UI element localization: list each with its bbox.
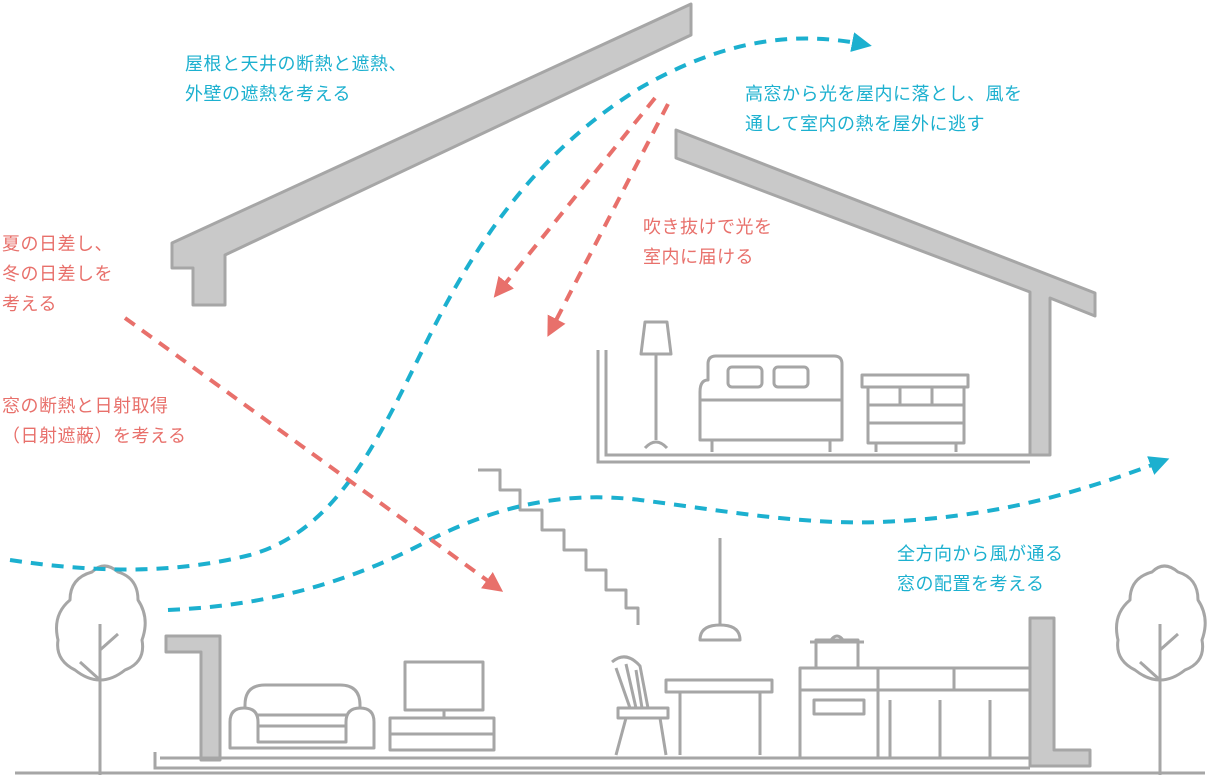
bed-icon [698, 354, 844, 452]
chair-icon [611, 655, 670, 756]
loft-roof [674, 128, 1097, 457]
atrium-light-arrow-2 [547, 103, 670, 337]
kitchen-icon [798, 666, 1032, 760]
window-insulation-label: 窓の断熱と日射取得 （日射遮蔽）を考える [2, 396, 187, 447]
sunlight-label: 夏の日差し、 冬の日差しを 考える [2, 234, 113, 315]
cross-ventilation-label: 全方向から風が通る 窓の配置を考える [897, 544, 1064, 595]
table-icon [664, 678, 774, 755]
main-roof [170, 2, 693, 307]
floor-lamp-icon [639, 320, 673, 450]
pendant-lamp-icon [698, 538, 742, 642]
tree-icon [1115, 564, 1207, 775]
pot-icon [810, 634, 864, 670]
left-wall [164, 634, 222, 762]
cross-ventilation-arrow [167, 456, 1170, 612]
dresser-icon [860, 373, 970, 452]
loft-floor [596, 350, 1030, 464]
atrium-light-arrow-1 [493, 96, 657, 298]
roof-insulation-label: 屋根と天井の断熱と遮熱、 外壁の遮熱を考える [185, 54, 407, 105]
high-window-label: 高窓から光を屋内に落とし、風を 通して室内の熱を屋外に逃す [745, 84, 1023, 135]
stairs-icon [478, 468, 640, 625]
tree-icon [55, 564, 147, 775]
tv-icon [388, 660, 496, 752]
sofa-icon [228, 683, 376, 750]
sunlight-diagonal-arrow [123, 316, 504, 592]
atrium-label: 吹き抜けで光を 室内に届ける [643, 217, 773, 268]
right-wall [1028, 616, 1092, 768]
roof-airflow-arrow [9, 32, 872, 572]
